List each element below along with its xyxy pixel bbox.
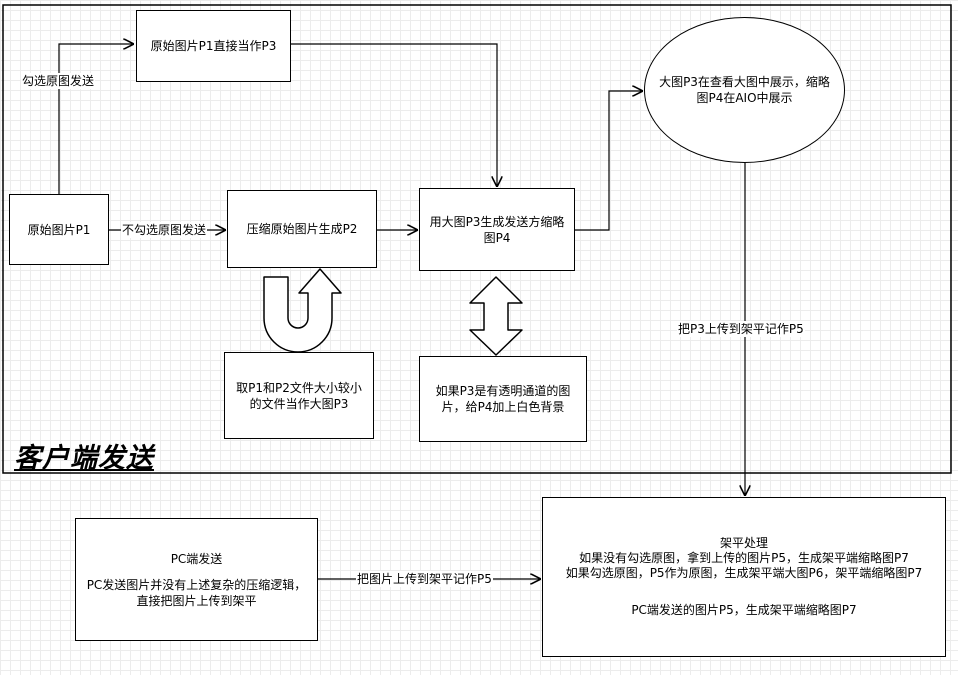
node-jiaping-process[interactable]: 架平处理 如果没有勾选原图，拿到上传的图片P5，生成架平端缩略图P7 如果勾选原…: [542, 497, 946, 657]
node-jiaping-title: 架平处理: [719, 536, 768, 550]
node-display-ellipse-text: 大图P3在查看大图中展示，缩略图P4在AIO中展示: [659, 75, 830, 105]
node-compress-p2[interactable]: 压缩原始图片生成P2: [227, 190, 377, 268]
node-jiaping-line3: PC端发送的图片P5，生成架平端缩略图P7: [631, 603, 857, 617]
client-region-title: 客户端发送: [14, 443, 154, 474]
node-original-p1-text: 原始图片P1: [27, 222, 91, 237]
node-pc-send-body: PC发送图片并没有上述复杂的压缩逻辑，直接把图片上传到架平: [86, 577, 307, 608]
node-p1-as-p3-text: 原始图片P1直接当作P3: [150, 39, 277, 53]
node-original-p1[interactable]: 原始图片P1: [9, 194, 109, 265]
node-pick-smaller[interactable]: 取P1和P2文件大小较小的文件当作大图P3: [224, 352, 374, 439]
node-pc-send[interactable]: PC端发送 PC发送图片并没有上述复杂的压缩逻辑，直接把图片上传到架平: [75, 518, 318, 641]
node-jiaping-line1: 如果没有勾选原图，拿到上传的图片P5，生成架平端缩略图P7: [579, 551, 909, 565]
double-arrow-icon: [469, 276, 523, 356]
label-no-check-original: 不勾选原图发送: [121, 222, 208, 238]
node-transparent-bg[interactable]: 如果P3是有透明通道的图片，给P4加上白色背景: [419, 356, 587, 442]
node-generate-thumb-p4-text: 用大图P3生成发送方缩略图P4: [429, 214, 565, 245]
label-check-original: 勾选原图发送: [21, 73, 96, 89]
edge-thumb-to-display: [575, 91, 643, 231]
label-upload-pc: 把图片上传到架平记作P5: [356, 571, 493, 587]
label-upload-p3: 把P3上传到架平记作P5: [677, 321, 805, 337]
node-pc-send-title: PC端发送: [170, 551, 223, 566]
node-display-ellipse[interactable]: 大图P3在查看大图中展示，缩略图P4在AIO中展示: [644, 17, 845, 163]
node-jiaping-line2: 如果勾选原图，P5作为原图，生成架平端大图P6，架平端缩略图P7: [565, 566, 923, 580]
node-generate-thumb-p4[interactable]: 用大图P3生成发送方缩略图P4: [419, 188, 575, 271]
edge-check-original: [58, 44, 134, 194]
node-compress-p2-text: 压缩原始图片生成P2: [246, 222, 358, 236]
client-region-frame: [2, 4, 952, 474]
edge-p1-to-thumb: [291, 43, 497, 187]
node-pick-smaller-text: 取P1和P2文件大小较小的文件当作大图P3: [236, 380, 362, 411]
u-turn-arrow-icon: [263, 268, 342, 353]
node-transparent-bg-text: 如果P3是有透明通道的图片，给P4加上白色背景: [435, 384, 571, 414]
node-p1-as-p3[interactable]: 原始图片P1直接当作P3: [136, 10, 291, 82]
